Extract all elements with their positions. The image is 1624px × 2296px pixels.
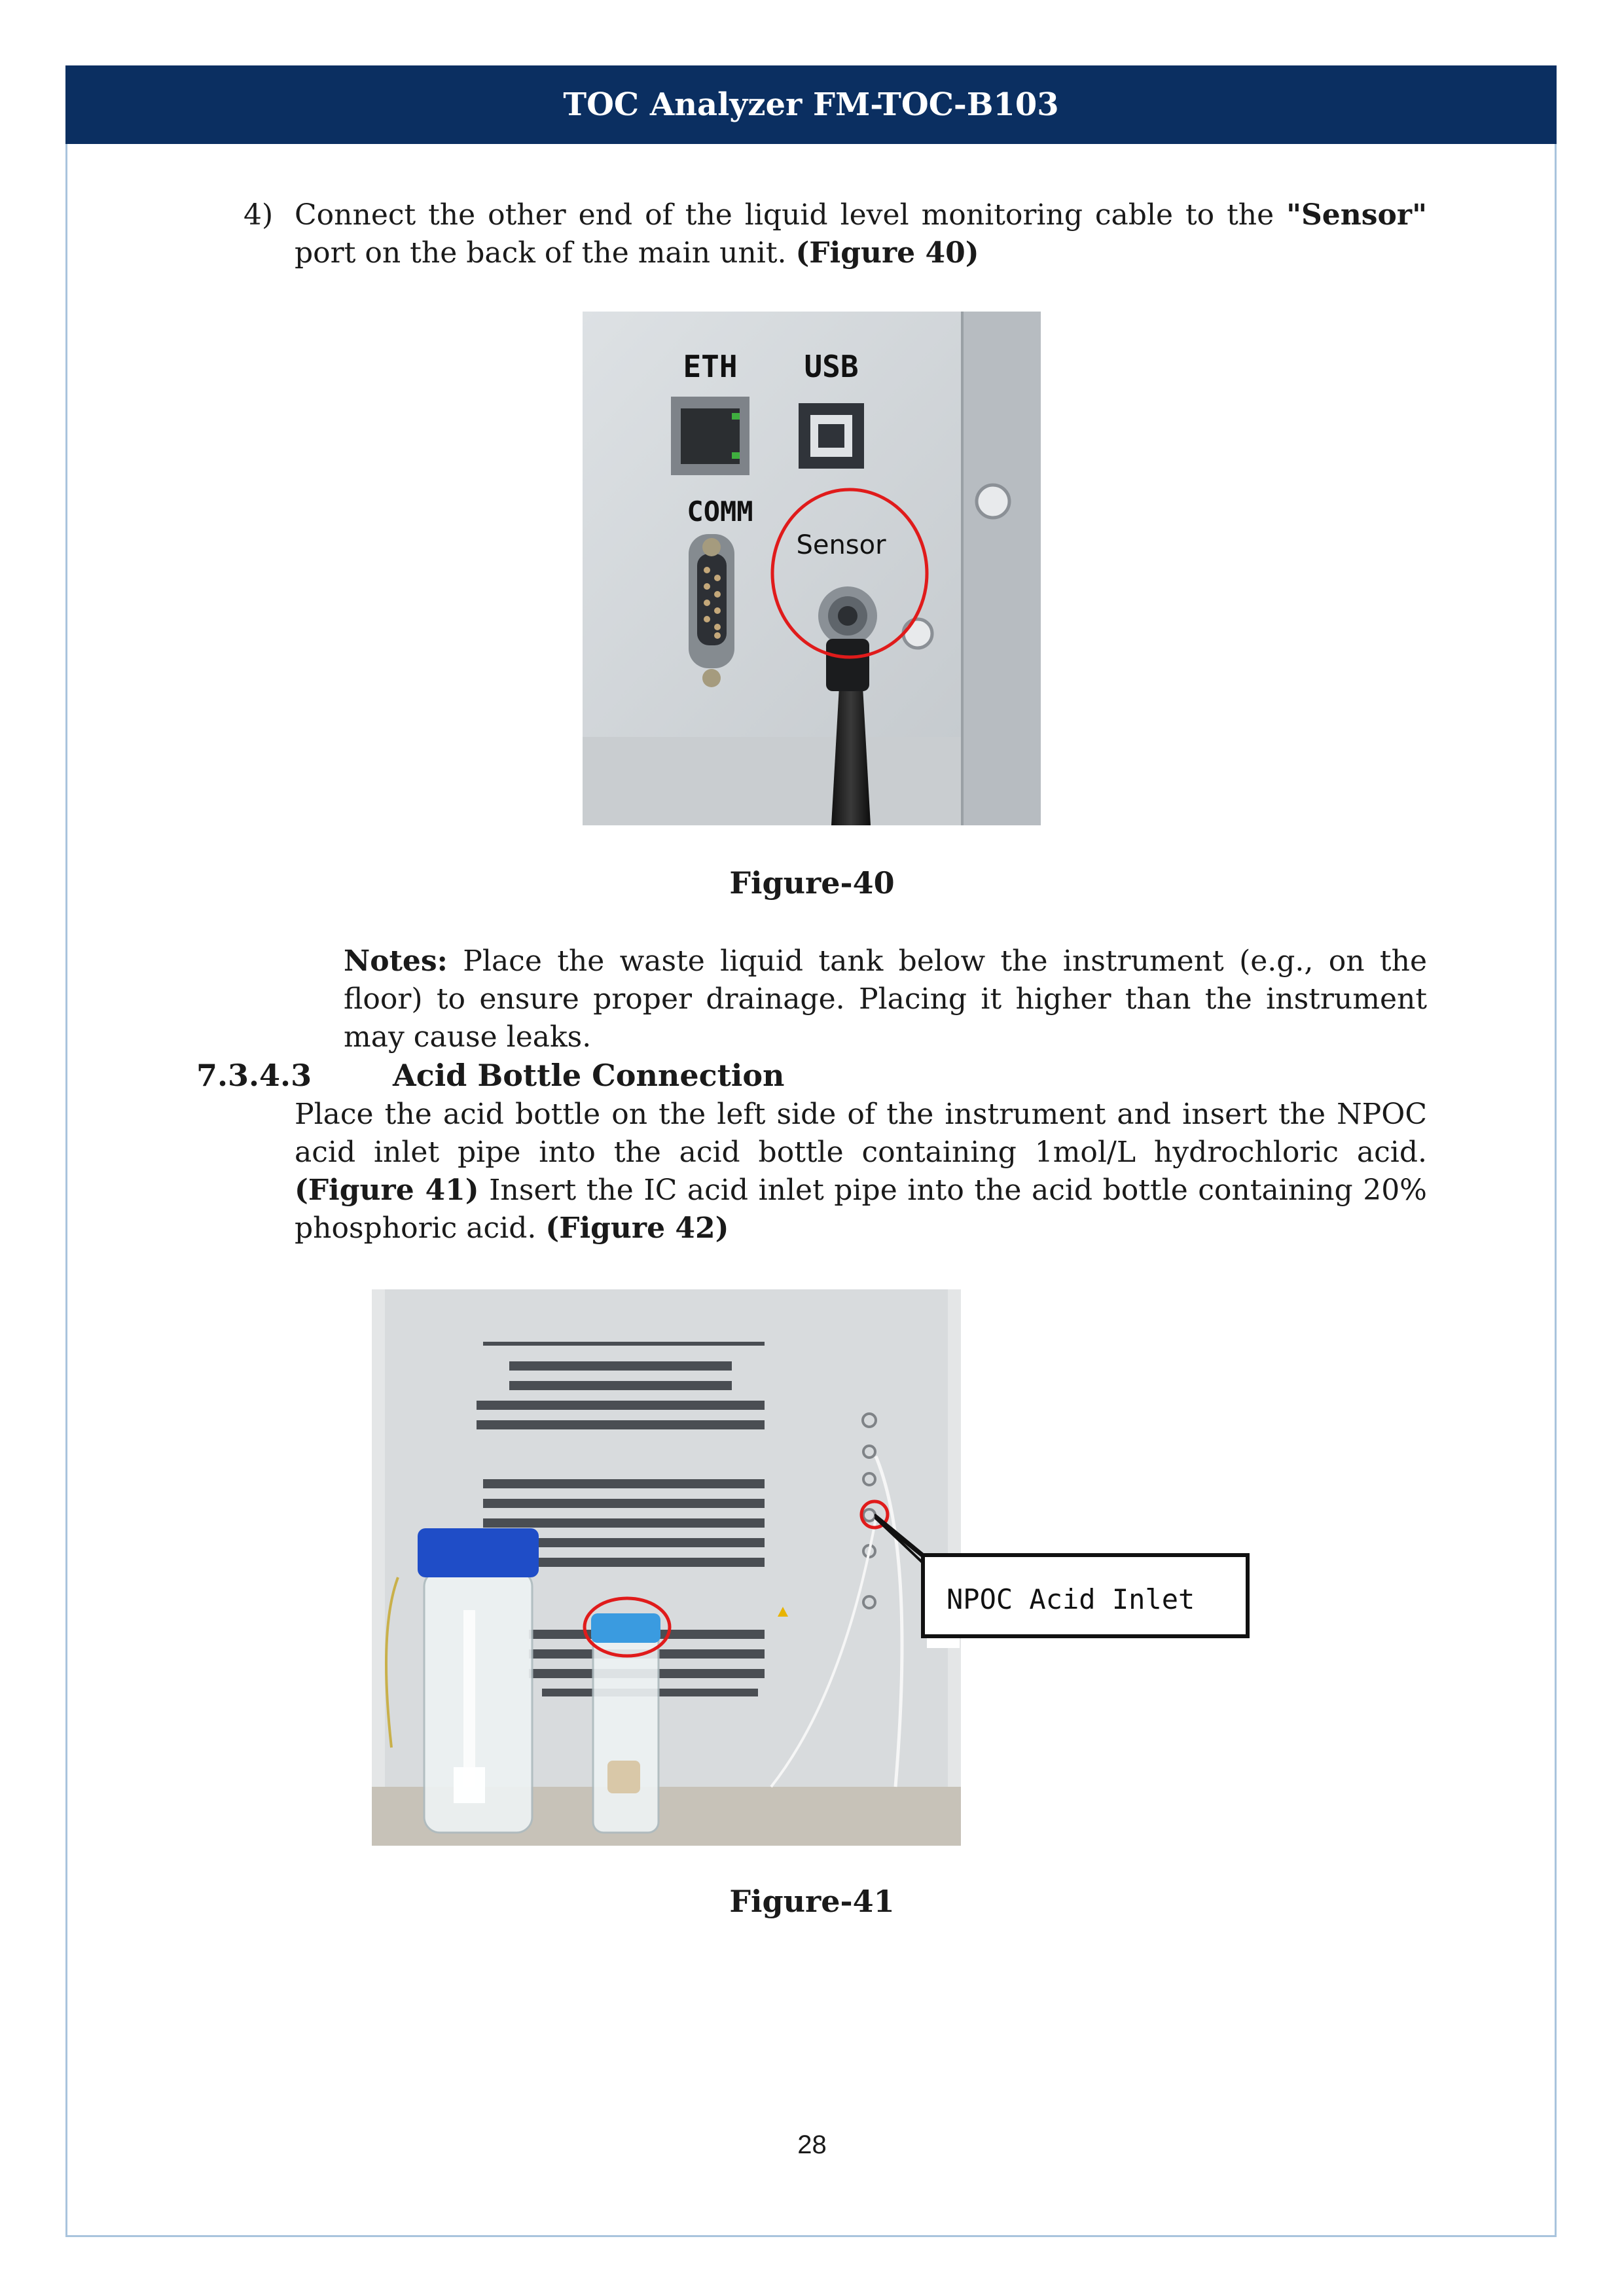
figure-41-caption: Figure-41 [729,1884,895,1919]
document-header: TOC Analyzer FM-TOC-B103 [65,65,1557,144]
figure-41-image [372,1289,961,1846]
step-number: 4) [244,198,274,232]
page-number: 28 [797,2130,827,2159]
callout-pointer [875,1513,927,1564]
figure-40-ref: (Figure 40) [795,236,979,270]
section-text-b: Insert the IC acid inlet pipe into the a… [295,1174,1427,1245]
npoc-acid-inlet-label: NPOC Acid Inlet [947,1583,1195,1615]
sensor-term: "Sensor" [1286,198,1427,232]
sensor-highlight-circle [770,488,929,659]
header-title: TOC Analyzer FM-TOC-B103 [563,86,1059,123]
comm-label: COMM [687,495,753,528]
callout-box: NPOC Acid Inlet [921,1553,1250,1638]
npoc-inlet-highlight [859,1499,890,1530]
step-4-text-b: port on the back of the main unit. [295,236,796,270]
figure-42-ref: (Figure 42) [545,1211,729,1245]
notes-text: Place the waste liquid tank below the in… [344,944,1427,1054]
section-number: 7.3.4.3 [196,1058,312,1093]
notes-paragraph: Notes: Place the waste liquid tank below… [344,942,1427,1056]
notes-label: Notes: [344,944,448,978]
figure-40-image: ETH USB COMM Sensor [583,312,1041,825]
section-paragraph: Place the acid bottle on the left side o… [295,1096,1427,1247]
figure-41-ref: (Figure 41) [295,1174,479,1207]
sensor-label: Sensor [796,530,886,560]
section-text-a: Place the acid bottle on the left side o… [295,1098,1427,1169]
eth-label: ETH [683,349,737,384]
bottle-cap-highlight [583,1596,672,1658]
section-title: Acid Bottle Connection [393,1058,785,1093]
step-4-paragraph: Connect the other end of the liquid leve… [295,196,1427,272]
figure-40-caption: Figure-40 [729,865,895,901]
usb-label: USB [804,349,858,384]
step-4-text-a: Connect the other end of the liquid leve… [295,198,1287,232]
